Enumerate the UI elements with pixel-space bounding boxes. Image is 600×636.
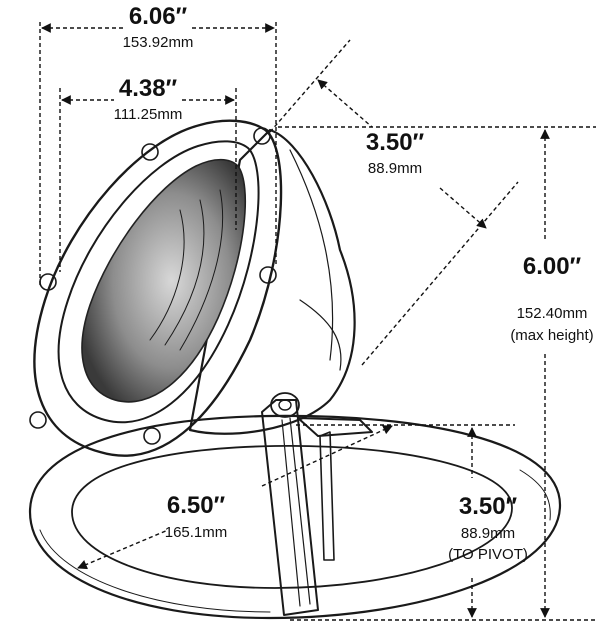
lens-width-inches: 4.38″ xyxy=(119,75,178,102)
lens-width-mm: 111.25mm xyxy=(114,106,183,123)
dimension-max-height: 6.00″ 152.40mm (max height) xyxy=(278,126,596,621)
housing-depth-inches: 3.50″ xyxy=(366,129,425,156)
pivot-height-mm: 88.9mm xyxy=(461,525,515,542)
max-height-inches: 6.00″ xyxy=(523,253,582,280)
max-height-note: (max height) xyxy=(510,327,593,344)
rear-housing xyxy=(188,128,356,435)
housing-depth-mm: 88.9mm xyxy=(368,160,422,177)
underwater-light-fixture-illustration xyxy=(28,119,562,620)
base-diameter-mm: 165.1mm xyxy=(165,524,228,541)
dimension-base-diameter: 6.50″ 165.1mm xyxy=(77,425,393,570)
pivot-height-inches: 3.50″ xyxy=(459,493,518,520)
dimension-top-width: 6.06″ 153.92mm xyxy=(39,3,277,285)
base-ring xyxy=(28,414,562,620)
base-diameter-inches: 6.50″ xyxy=(167,492,226,519)
front-bezel xyxy=(29,119,283,457)
max-height-mm: 152.40mm xyxy=(517,305,588,322)
dimension-pivot-height: 3.50″ 88.9mm (TO PIVOT) xyxy=(296,424,528,618)
top-width-inches: 6.06″ xyxy=(129,3,188,30)
dimension-lens-width: 4.38″ 111.25mm xyxy=(59,75,237,272)
dimension-housing-depth: 3.50″ 88.9mm xyxy=(269,39,519,366)
top-width-mm: 153.92mm xyxy=(123,34,194,51)
pivot-height-note: (TO PIVOT) xyxy=(448,546,528,563)
support-stand xyxy=(261,399,373,616)
